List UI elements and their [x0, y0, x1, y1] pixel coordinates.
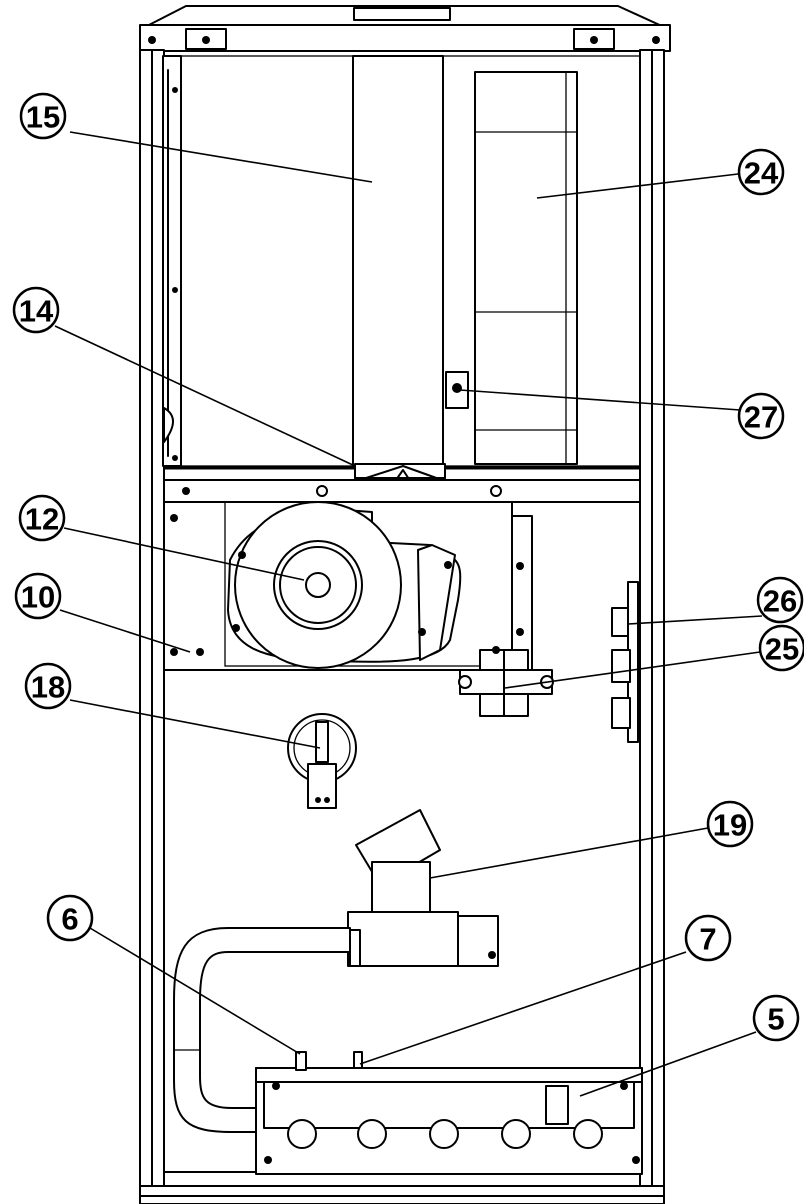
callout-15: 15	[26, 100, 60, 135]
callout-6: 6	[61, 902, 78, 937]
callout-14: 14	[19, 294, 54, 329]
callout-25: 25	[765, 632, 799, 667]
callout-10: 10	[21, 580, 55, 615]
callout-19: 19	[713, 808, 747, 843]
upper-compartment	[162, 55, 641, 517]
callout-24: 24	[744, 156, 779, 191]
burner-ports	[287, 1119, 603, 1149]
callouts: 15 24 14 27 12 10 26 25 18 19 6 7	[12, 92, 804, 1097]
limit-switch	[287, 713, 357, 809]
callout-18: 18	[31, 670, 65, 705]
gas-valve	[347, 809, 499, 967]
control-bracket	[611, 581, 639, 743]
callout-12: 12	[25, 502, 59, 537]
callout-5: 5	[767, 1002, 784, 1037]
callout-27: 27	[744, 400, 778, 435]
callout-7: 7	[699, 922, 716, 957]
fasteners	[148, 36, 660, 1164]
cabinet-frame	[139, 5, 671, 1204]
callout-26: 26	[763, 584, 797, 619]
burner-assembly	[255, 1051, 643, 1175]
divider-rail	[163, 479, 641, 503]
inducer-assembly	[163, 501, 533, 671]
